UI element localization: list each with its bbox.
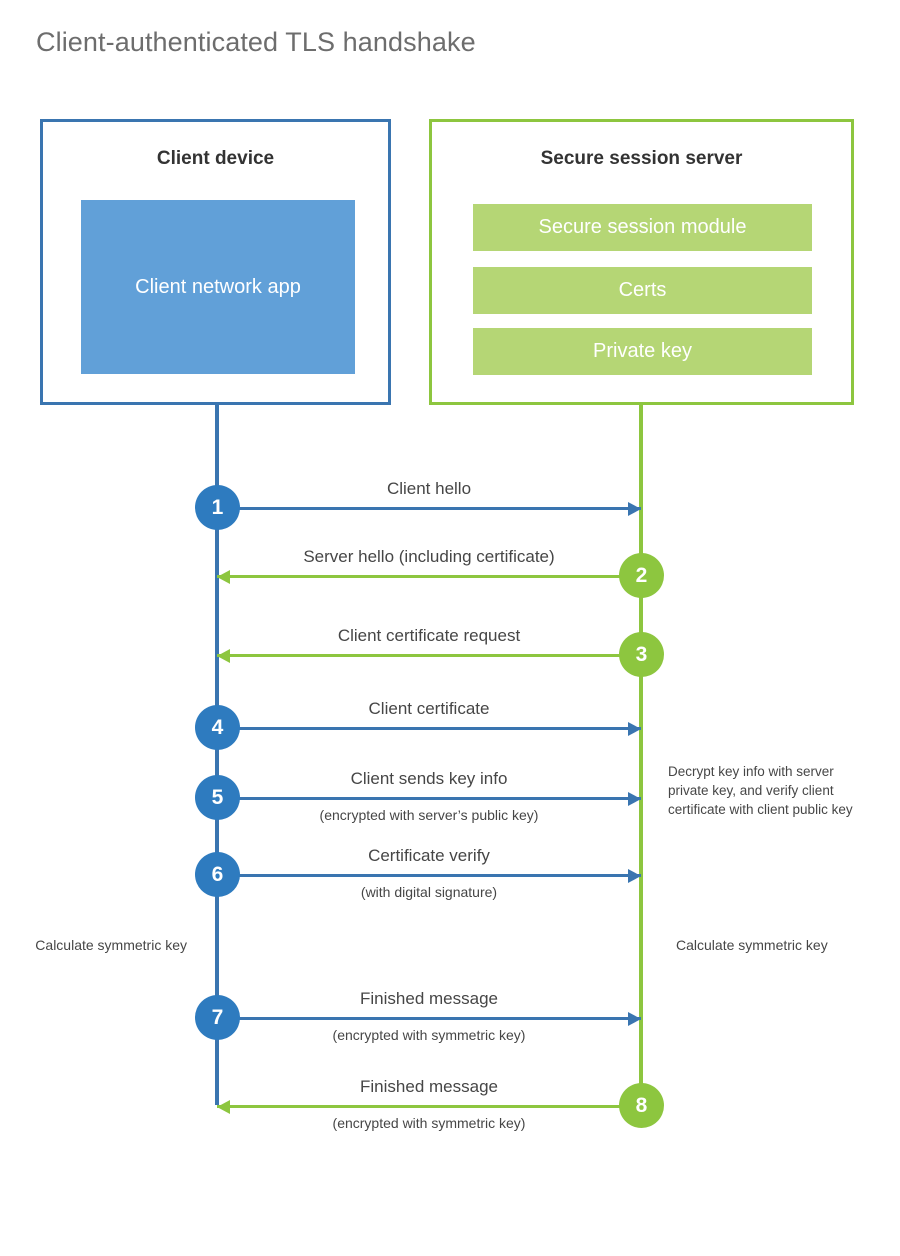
note-decrypt-key-info: Decrypt key info with server private key… xyxy=(668,764,853,818)
arrow-right-icon xyxy=(628,501,641,516)
step-badge-3[interactable]: 3 xyxy=(619,632,664,677)
message-sublabel-6: (with digital signature) xyxy=(360,884,498,900)
note-calculate-symmetric-key-client: Calculate symmetric key xyxy=(35,937,187,953)
message-label-1: Client hello xyxy=(386,479,472,498)
message-label-7: Finished message xyxy=(360,989,498,1008)
page-title: Client-authenticated TLS handshake xyxy=(36,27,476,57)
client-device-title: Client device xyxy=(156,148,275,169)
message-sublabel-5: (encrypted with server’s public key) xyxy=(319,807,539,823)
secure-session-server-box: Secure session server Secure session mod… xyxy=(429,119,854,405)
client-lifeline xyxy=(215,405,219,1105)
message-label-2: Server hello (including certificate) xyxy=(303,547,555,566)
server-module-certs: Certs xyxy=(473,267,812,314)
server-module-secure-session-module: Secure session module xyxy=(473,204,812,251)
message-line xyxy=(217,1017,641,1020)
arrow-right-icon xyxy=(628,868,641,883)
arrow-right-icon xyxy=(628,791,641,806)
message-line xyxy=(217,727,641,730)
message-line xyxy=(217,797,641,800)
message-sublabel-7: (encrypted with symmetric key) xyxy=(332,1027,526,1043)
step-badge-6[interactable]: 6 xyxy=(195,852,240,897)
step-badge-4[interactable]: 4 xyxy=(195,705,240,750)
arrow-right-icon xyxy=(628,1011,641,1026)
arrow-right-icon xyxy=(628,721,641,736)
client-network-app-block: Client network app xyxy=(81,200,355,374)
client-device-box: Client device Client network app xyxy=(40,119,391,405)
message-label-4: Client certificate xyxy=(368,699,490,718)
server-module-label: Private key xyxy=(593,340,692,362)
note-calculate-symmetric-key-server: Calculate symmetric key xyxy=(676,937,828,953)
message-line xyxy=(217,654,641,657)
server-lifeline xyxy=(639,405,643,1105)
client-network-app-label: Client network app xyxy=(135,275,301,298)
arrow-left-icon xyxy=(217,648,230,663)
step-badge-5[interactable]: 5 xyxy=(195,775,240,820)
message-line xyxy=(217,1105,641,1108)
server-module-label: Secure session module xyxy=(538,216,747,238)
step-badge-8[interactable]: 8 xyxy=(619,1083,664,1128)
arrow-left-icon xyxy=(217,569,230,584)
step-badge-7[interactable]: 7 xyxy=(195,995,240,1040)
message-label-6: Certificate verify xyxy=(368,846,490,865)
step-badge-1[interactable]: 1 xyxy=(195,485,240,530)
server-module-label: Certs xyxy=(618,279,667,301)
message-label-5: Client sends key info xyxy=(350,769,508,788)
secure-session-server-title: Secure session server xyxy=(540,148,743,169)
step-badge-2[interactable]: 2 xyxy=(619,553,664,598)
message-label-3: Client certificate request xyxy=(337,626,521,645)
message-label-8: Finished message xyxy=(360,1077,498,1096)
arrow-left-icon xyxy=(217,1099,230,1114)
message-line xyxy=(217,874,641,877)
message-line xyxy=(217,507,641,510)
message-sublabel-8: (encrypted with symmetric key) xyxy=(332,1115,526,1131)
server-module-private-key: Private key xyxy=(473,328,812,375)
message-line xyxy=(217,575,641,578)
